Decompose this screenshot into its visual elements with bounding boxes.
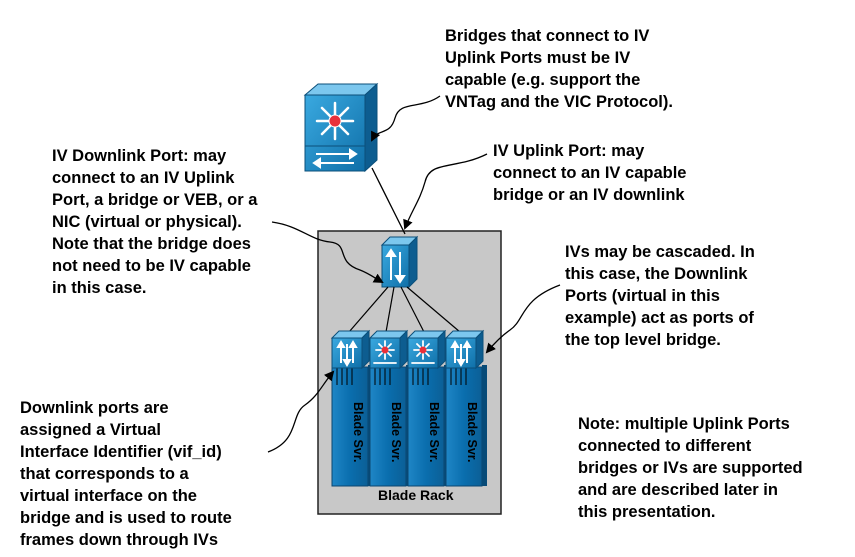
blade-server	[407, 365, 449, 487]
router-switch-icon	[406, 329, 447, 370]
note-bridges-uplink: Bridges that connect to IV Uplink Ports …	[445, 27, 673, 111]
note-multiple-uplinks: Note: multiple Uplink Ports connected to…	[578, 415, 803, 521]
blade-server	[445, 365, 487, 487]
callout-arrow	[403, 153, 488, 230]
switch-icon	[444, 329, 485, 370]
top-bridge-icon	[303, 82, 379, 173]
blade-label: Blade Svr.	[427, 402, 441, 462]
blade-rack-label: Blade Rack	[378, 487, 454, 503]
blade-label: Blade Svr.	[389, 402, 403, 462]
callout-arrow	[271, 221, 384, 283]
blade-label: Blade Svr.	[351, 402, 365, 462]
callout-arrow	[267, 370, 335, 453]
note-vif-id: Downlink ports are assigned a Virtual In…	[20, 399, 232, 549]
router-switch-icon	[368, 329, 409, 370]
callout-arrow	[485, 284, 561, 354]
uplink-connection	[371, 167, 406, 235]
note-iv-uplink-port: IV Uplink Port: may connect to an IV cap…	[493, 142, 687, 204]
note-iv-downlink-port: IV Downlink Port: may connect to an IV U…	[52, 147, 258, 297]
downlink-ports	[336, 368, 467, 385]
switch-icon	[330, 329, 371, 370]
callout-arrow	[371, 95, 441, 142]
blade-label: Blade Svr.	[465, 402, 479, 462]
fanout-connections	[348, 286, 461, 333]
iv-switch-icon	[380, 235, 419, 289]
note-cascade: IVs may be cascaded. In this case, the D…	[565, 243, 755, 349]
